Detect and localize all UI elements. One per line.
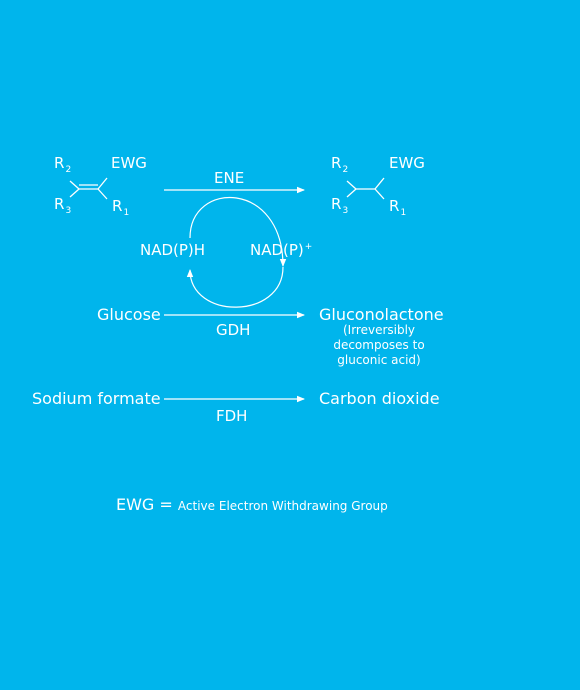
- reactant-alkene-bonds: [69, 177, 108, 200]
- fdh-enzyme-label: FDH: [216, 407, 248, 425]
- ewg-legend-definition: Active Electron Withdrawing Group: [177, 499, 388, 513]
- reactant-ewg-label: EWG: [111, 154, 147, 172]
- gdh-enzyme-label: GDH: [216, 321, 251, 339]
- product-alkane-bonds: [346, 177, 385, 200]
- reactant-r3-label: R3: [54, 195, 72, 216]
- sodium-formate-label: Sodium formate: [32, 389, 161, 408]
- product-r1-label: R1: [389, 197, 407, 218]
- note-line-1: (Irreversibly: [342, 323, 416, 337]
- product-r3-label: R3: [331, 195, 349, 216]
- gluconolactone-note: (Irreversibly decomposes to gluconic aci…: [322, 323, 436, 368]
- note-line-3: gluconic acid): [337, 353, 421, 367]
- ewg-legend: EWG = Active Electron Withdrawing Group: [116, 497, 388, 513]
- reactant-r1-label: R1: [112, 197, 130, 218]
- gluconolactone-label: Gluconolactone: [319, 305, 444, 324]
- note-line-2: decomposes to: [333, 338, 425, 352]
- cofactor-reduction-arc: [186, 266, 284, 308]
- cofactor-oxidation-arc: [189, 196, 287, 267]
- product-ewg-label: EWG: [389, 154, 425, 172]
- ene-enzyme-label: ENE: [214, 169, 245, 187]
- glucose-label: Glucose: [97, 305, 161, 324]
- reactant-r2-label: R2: [54, 154, 72, 175]
- nadph-label: NAD(P)H: [140, 241, 206, 259]
- carbon-dioxide-label: Carbon dioxide: [319, 389, 440, 408]
- product-r2-label: R2: [331, 154, 349, 175]
- nadp-label: NAD(P)+: [250, 241, 313, 259]
- ewg-legend-term: EWG =: [116, 495, 173, 514]
